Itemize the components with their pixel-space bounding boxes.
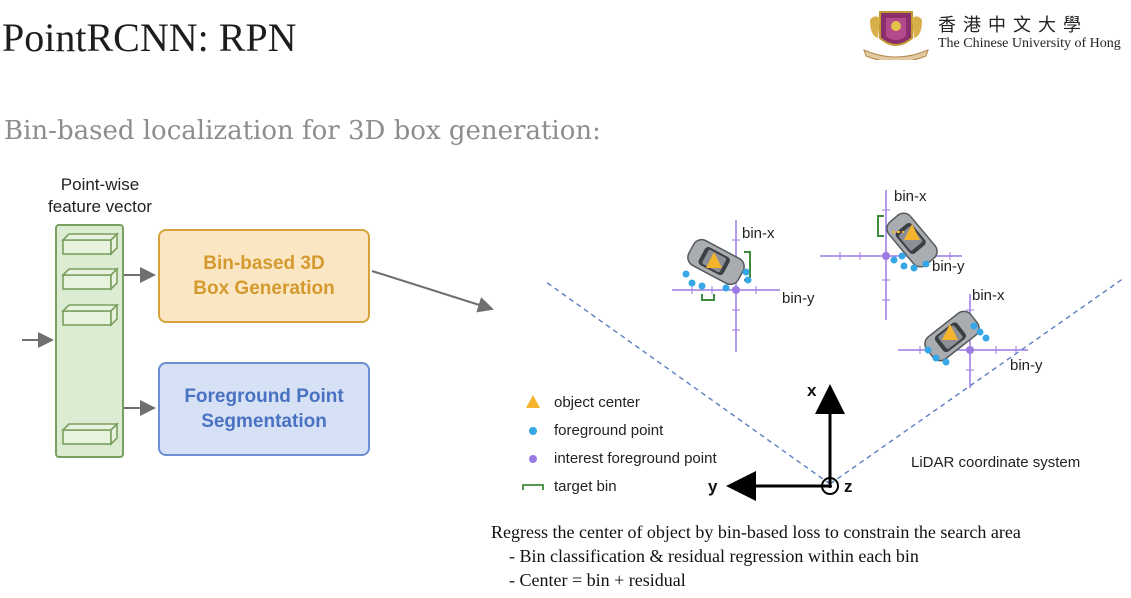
note-line-1: Regress the center of object by bin-base… xyxy=(491,522,1021,542)
slide-subtitle: Bin-based localization for 3D box genera… xyxy=(4,116,601,146)
car-2-group xyxy=(820,190,962,320)
car2-bin-x-label: bin-x xyxy=(894,188,927,205)
notes-block: Regress the center of object by bin-base… xyxy=(491,520,1021,592)
feature-vector-icon xyxy=(61,303,119,327)
car3-bin-y-label: bin-y xyxy=(1010,357,1043,374)
object-center-icon xyxy=(526,395,540,408)
slide-title: PointRCNN: RPN xyxy=(2,15,297,60)
legend-foreground-point: foreground point xyxy=(554,422,664,439)
logo-english-name: The Chinese University of Hong xyxy=(938,36,1121,51)
z-axis-label: z xyxy=(844,477,853,496)
logo-chinese-name: 香港中文大學 xyxy=(938,15,1088,36)
bin-box-line2: Box Generation xyxy=(193,278,335,299)
car3-bin-x-label: bin-x xyxy=(972,287,1005,304)
bin-box-line1: Bin-based 3D xyxy=(203,253,325,274)
fov-right-line xyxy=(829,277,1125,485)
feature-vector-icon xyxy=(61,267,119,291)
car1-bin-y-label: bin-y xyxy=(782,290,815,307)
car2-bin-y-label: bin-y xyxy=(932,258,965,275)
z-axis-icon xyxy=(821,477,839,495)
note-line-3: - Center = bin + residual xyxy=(509,570,686,590)
pointwise-feature-label: Point-wise feature vector xyxy=(30,174,170,218)
pointwise-label-line1: Point-wise xyxy=(60,175,140,194)
foreground-point-icon xyxy=(529,427,537,435)
feature-column xyxy=(55,224,124,458)
car-3-group xyxy=(898,294,1028,388)
lidar-diagram xyxy=(545,190,1125,501)
bin-based-box-generation: Bin-based 3D Box Generation xyxy=(158,229,370,323)
pipeline-graphic xyxy=(22,224,494,458)
fov-left-line xyxy=(545,281,831,485)
car-1-group xyxy=(672,220,780,352)
car1-bin-x-label: bin-x xyxy=(742,225,775,242)
fg-box-line2: Segmentation xyxy=(201,411,327,432)
feature-vector-icon xyxy=(61,232,119,256)
note-line-2: - Bin classification & residual regressi… xyxy=(509,546,919,566)
x-axis-label: x xyxy=(807,381,817,400)
feature-vector-icon xyxy=(61,422,119,446)
legend-interest-point: interest foreground point xyxy=(554,450,717,467)
interest-point-icon xyxy=(529,455,537,463)
foreground-point-segmentation: Foreground Point Segmentation xyxy=(158,362,370,456)
arrow-to-diagram xyxy=(371,270,494,313)
pointwise-label-line2: feature vector xyxy=(48,197,152,216)
university-crest-icon xyxy=(863,11,929,60)
fg-box-line1: Foreground Point xyxy=(184,386,344,407)
target-bin-icon xyxy=(522,484,544,490)
legend-icons xyxy=(522,395,544,490)
lidar-coordinate-label: LiDAR coordinate system xyxy=(911,454,1081,471)
legend-target-bin: target bin xyxy=(554,478,617,495)
y-axis-label: y xyxy=(708,477,718,496)
legend-object-center: object center xyxy=(554,394,640,411)
